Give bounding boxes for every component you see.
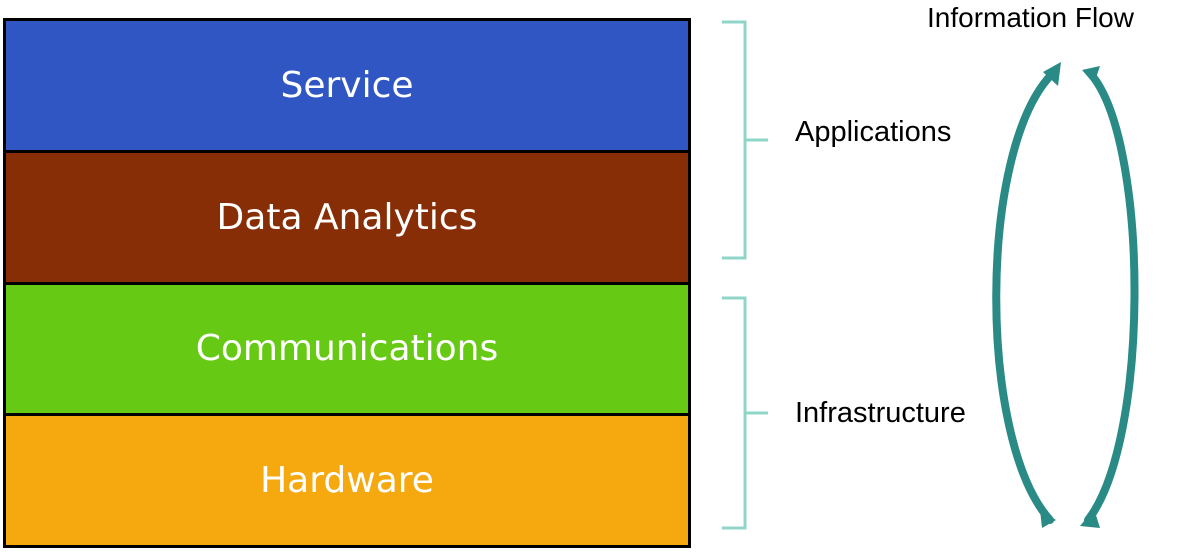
flow-top-right-arrowhead-icon — [1082, 66, 1100, 84]
layer-data-analytics-label: Data Analytics — [216, 196, 478, 238]
infrastructure-label: Infrastructure — [795, 397, 966, 429]
applications-bracket — [722, 20, 768, 260]
layer-service-label: Service — [280, 64, 414, 106]
layer-hardware: Hardware — [6, 413, 688, 545]
flow-right-arc — [1084, 74, 1139, 524]
layer-service: Service — [6, 21, 688, 150]
layer-communications-label: Communications — [195, 328, 499, 370]
flow-up-arrowhead-icon — [1043, 62, 1061, 86]
infrastructure-bracket — [722, 296, 768, 530]
flow-bottom-left-arrowhead-icon — [1040, 510, 1056, 528]
layer-stack: Service Data Analytics Communications Ha… — [3, 18, 691, 548]
flow-down-arrowhead-icon — [1080, 509, 1100, 528]
layer-data-analytics: Data Analytics — [6, 149, 688, 282]
flow-left-arc — [992, 70, 1056, 524]
information-flow-title: Information Flow — [927, 2, 1134, 33]
layer-communications: Communications — [6, 281, 688, 414]
applications-label: Applications — [795, 116, 952, 148]
layer-hardware-label: Hardware — [260, 460, 434, 502]
